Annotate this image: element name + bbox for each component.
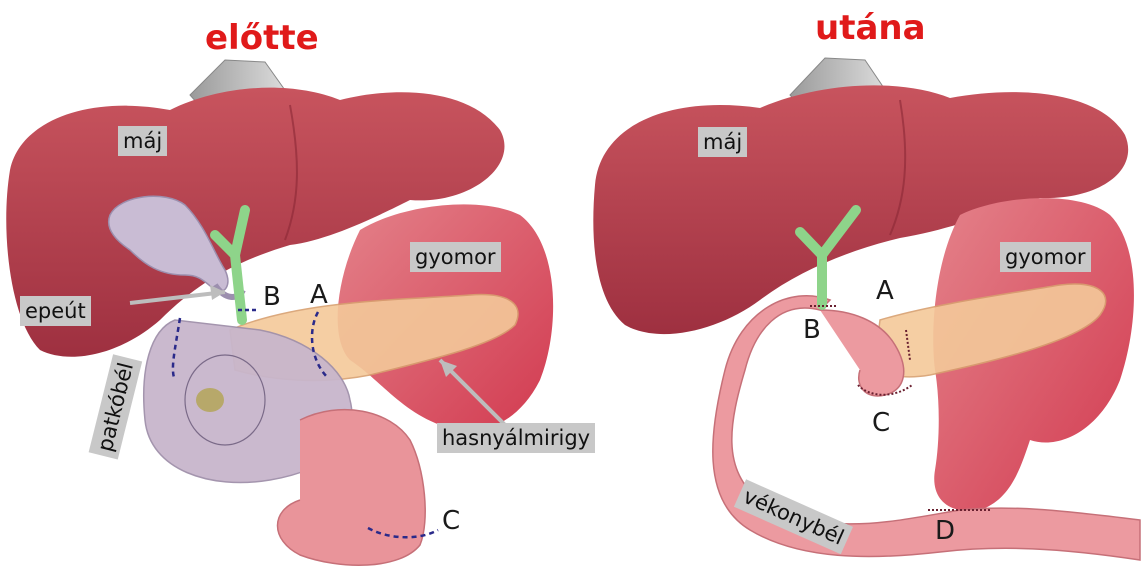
point-c-before: C	[442, 506, 460, 536]
label-pancreas-before: hasnyálmirigy	[437, 423, 595, 453]
point-b-after: B	[803, 315, 821, 345]
label-stomach-after: gyomor	[1000, 242, 1091, 272]
title-before: előtte	[205, 18, 319, 58]
point-b-before: B	[263, 282, 281, 312]
label-stomach-before: gyomor	[410, 242, 501, 272]
title-after: utána	[815, 8, 926, 48]
after-diagram	[593, 58, 1140, 560]
label-liver-after: máj	[698, 127, 747, 157]
point-d-after: D	[935, 516, 955, 546]
point-a-before: A	[310, 280, 328, 310]
label-liver-before: máj	[118, 126, 167, 156]
label-bile-duct-before: epeút	[20, 296, 91, 326]
point-c-after: C	[872, 408, 890, 438]
point-a-after: A	[876, 276, 894, 306]
